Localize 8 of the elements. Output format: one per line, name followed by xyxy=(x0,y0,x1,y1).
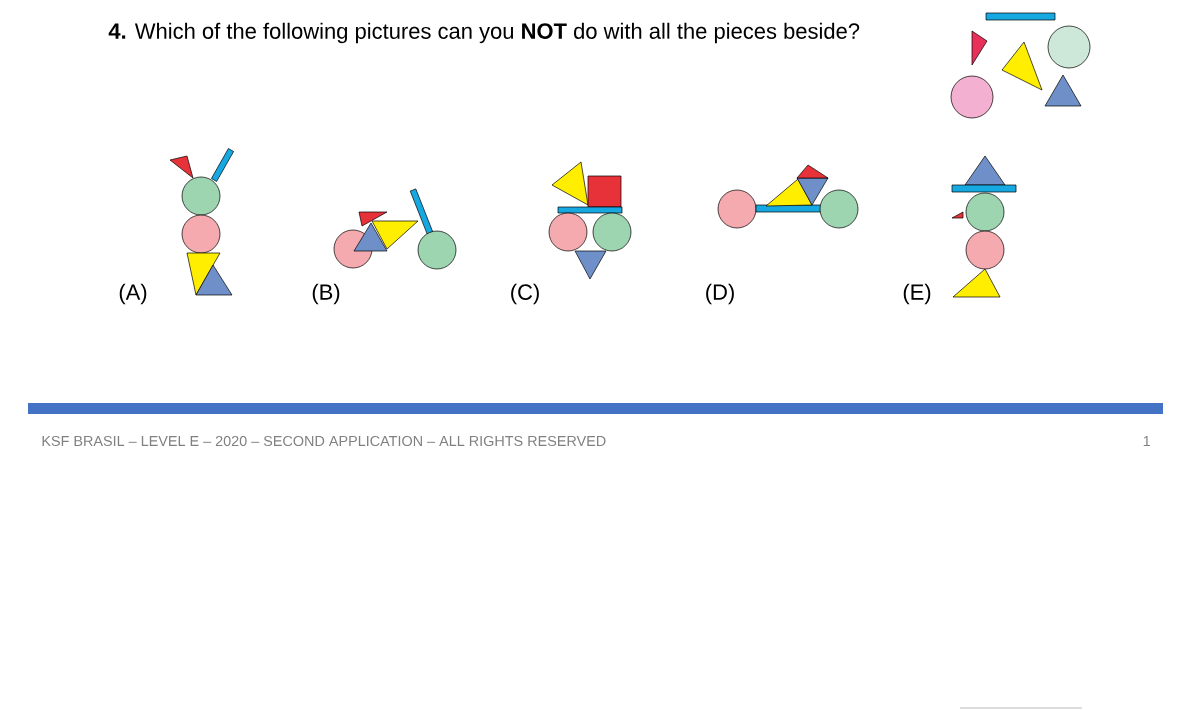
page-number: 1 xyxy=(1143,436,1150,446)
option-label: (B) xyxy=(312,283,340,305)
question-text: 4. Which of the following pictures can you NOT do with all the pieces beside? xyxy=(108,22,860,44)
option-label: (A) xyxy=(119,283,147,305)
option-label: (D) xyxy=(706,283,734,305)
footer-text: KSF BRASIL – LEVEL E – 2020 – SECOND APPLICATION – ALL RIGHTS RESERVED xyxy=(42,435,606,447)
option-label: (C) xyxy=(511,283,539,305)
option-label: (E) xyxy=(903,283,931,305)
